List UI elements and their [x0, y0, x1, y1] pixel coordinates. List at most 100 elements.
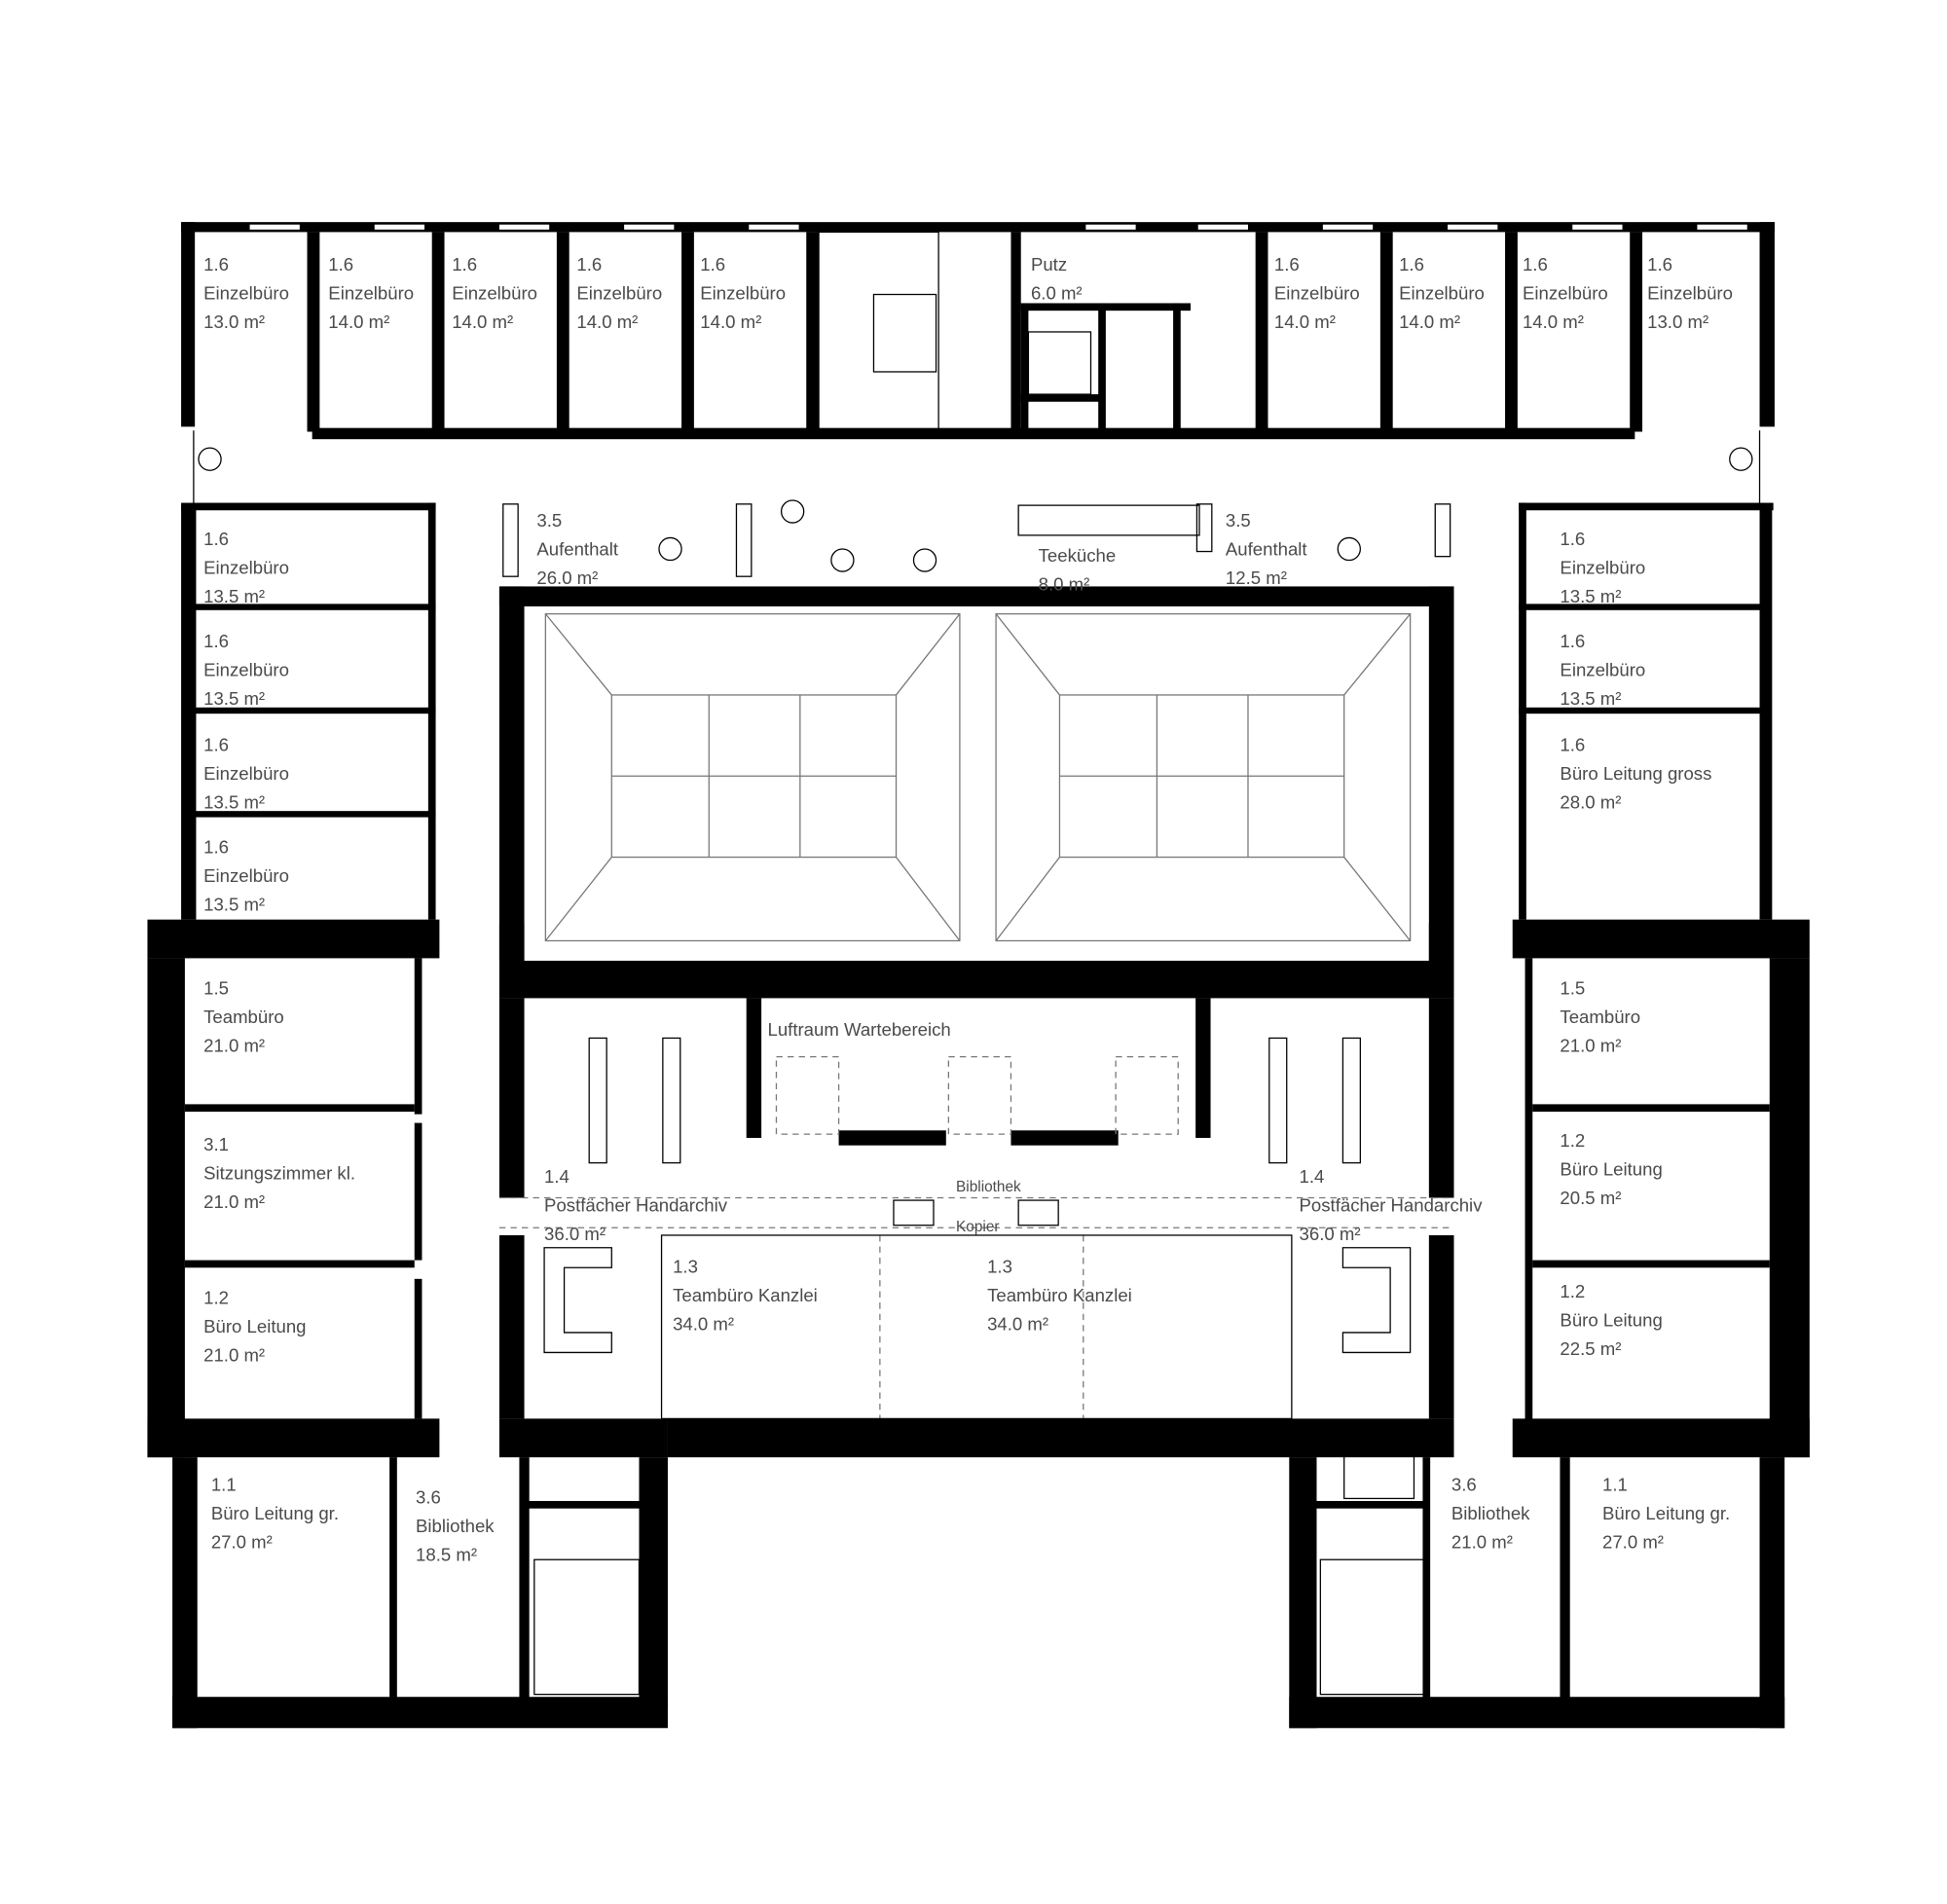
wall	[1422, 1457, 1431, 1707]
room-num: 1.6	[1647, 254, 1672, 275]
room-name: Büro Leitung	[203, 1316, 306, 1336]
wall	[1769, 958, 1810, 1458]
room-area: 12.5 m²	[1226, 568, 1287, 588]
room-area: 21.0 m²	[1560, 1036, 1621, 1056]
room-num: 1.6	[1274, 254, 1300, 275]
table	[198, 447, 222, 471]
room-num: 1.6	[452, 254, 477, 275]
shelf	[1341, 1037, 1361, 1164]
room-area: 36.0 m²	[544, 1224, 606, 1244]
room-num: 3.1	[203, 1134, 229, 1154]
wall	[1759, 1457, 1785, 1729]
room-num: 3.5	[536, 510, 562, 531]
wall	[1195, 998, 1211, 1138]
room-name: Einzelbüro	[203, 283, 289, 304]
window	[1448, 224, 1498, 230]
room-name: Büro Leitung gross	[1560, 763, 1711, 784]
skylight-right	[995, 612, 1412, 942]
room-num: 3.6	[416, 1487, 441, 1508]
window	[1697, 224, 1747, 230]
room-name: Einzelbüro	[1274, 283, 1360, 304]
room-name: Bibliothek	[956, 1179, 1021, 1195]
wall	[172, 1457, 198, 1729]
room-area: 27.0 m²	[1602, 1532, 1664, 1553]
room-area: 34.0 m²	[673, 1313, 734, 1334]
wall	[181, 222, 196, 427]
room-area: 20.5 m²	[1560, 1188, 1621, 1208]
room-name: Einzelbüro	[576, 283, 662, 304]
table	[658, 536, 682, 562]
wall	[524, 1500, 643, 1509]
wall	[1505, 232, 1518, 432]
bench	[735, 503, 753, 577]
table	[780, 499, 805, 524]
room-num: 1.2	[1560, 1281, 1585, 1301]
wall	[389, 1457, 397, 1707]
wall	[1532, 1260, 1770, 1268]
wall	[312, 427, 1635, 440]
wall	[806, 232, 820, 432]
elevator	[1027, 331, 1092, 395]
room-num: 1.6	[576, 254, 602, 275]
window	[1085, 224, 1136, 230]
wall	[1759, 505, 1773, 920]
interior-lines	[193, 231, 1761, 1696]
wall	[414, 1278, 422, 1419]
shelf	[588, 1037, 607, 1164]
room-num: 1.6	[203, 735, 229, 755]
room-area: 21.0 m²	[203, 1344, 265, 1365]
room-area: 21.0 m²	[203, 1191, 265, 1212]
staircase-north	[818, 231, 939, 433]
room-name: Büro Leitung	[1560, 1310, 1662, 1331]
room-name: Sitzungszimmer kl.	[203, 1162, 355, 1183]
window	[249, 224, 300, 230]
room-num: 1.5	[1560, 978, 1585, 999]
room-name: Bibliothek	[416, 1516, 495, 1536]
wall	[1519, 604, 1761, 610]
wall	[746, 998, 762, 1138]
walls	[147, 222, 1810, 1729]
room-label-kop: Kopier	[956, 1219, 999, 1235]
room-area: 14.0 m²	[700, 311, 761, 332]
wall	[1428, 1234, 1454, 1419]
room-name: Teambüro	[1560, 1007, 1640, 1027]
bench	[1434, 503, 1451, 558]
wall	[427, 502, 436, 920]
room-label-bib: Bibliothek	[956, 1179, 1021, 1195]
room-name: Luftraum Wartebereich	[768, 1019, 951, 1040]
skylight-left	[544, 612, 961, 942]
table	[912, 548, 937, 572]
wall	[184, 1260, 415, 1268]
room-name: Einzelbüro	[1523, 283, 1608, 304]
room-num: 1.1	[211, 1475, 237, 1495]
room-area: 13.5 m²	[1560, 586, 1621, 606]
wall	[1255, 232, 1268, 432]
room-num: 1.6	[328, 254, 353, 275]
wall	[556, 232, 569, 432]
wall	[1010, 232, 1021, 432]
wall	[1519, 502, 1526, 920]
room-num: 1.6	[1399, 254, 1424, 275]
wall	[193, 707, 436, 714]
bench	[1195, 503, 1213, 553]
room-name: Einzelbüro	[1560, 660, 1645, 680]
shelf	[662, 1037, 681, 1164]
room-name: Einzelbüro	[452, 283, 537, 304]
room-num: 1.6	[1560, 735, 1585, 755]
window	[1572, 224, 1623, 230]
wall	[1759, 222, 1775, 427]
wall	[498, 998, 525, 1198]
room-num: 1.2	[203, 1287, 229, 1307]
table	[1337, 536, 1361, 562]
table	[830, 548, 855, 572]
room-name: Kopier	[956, 1219, 999, 1235]
room-name: Einzelbüro	[1560, 558, 1645, 578]
